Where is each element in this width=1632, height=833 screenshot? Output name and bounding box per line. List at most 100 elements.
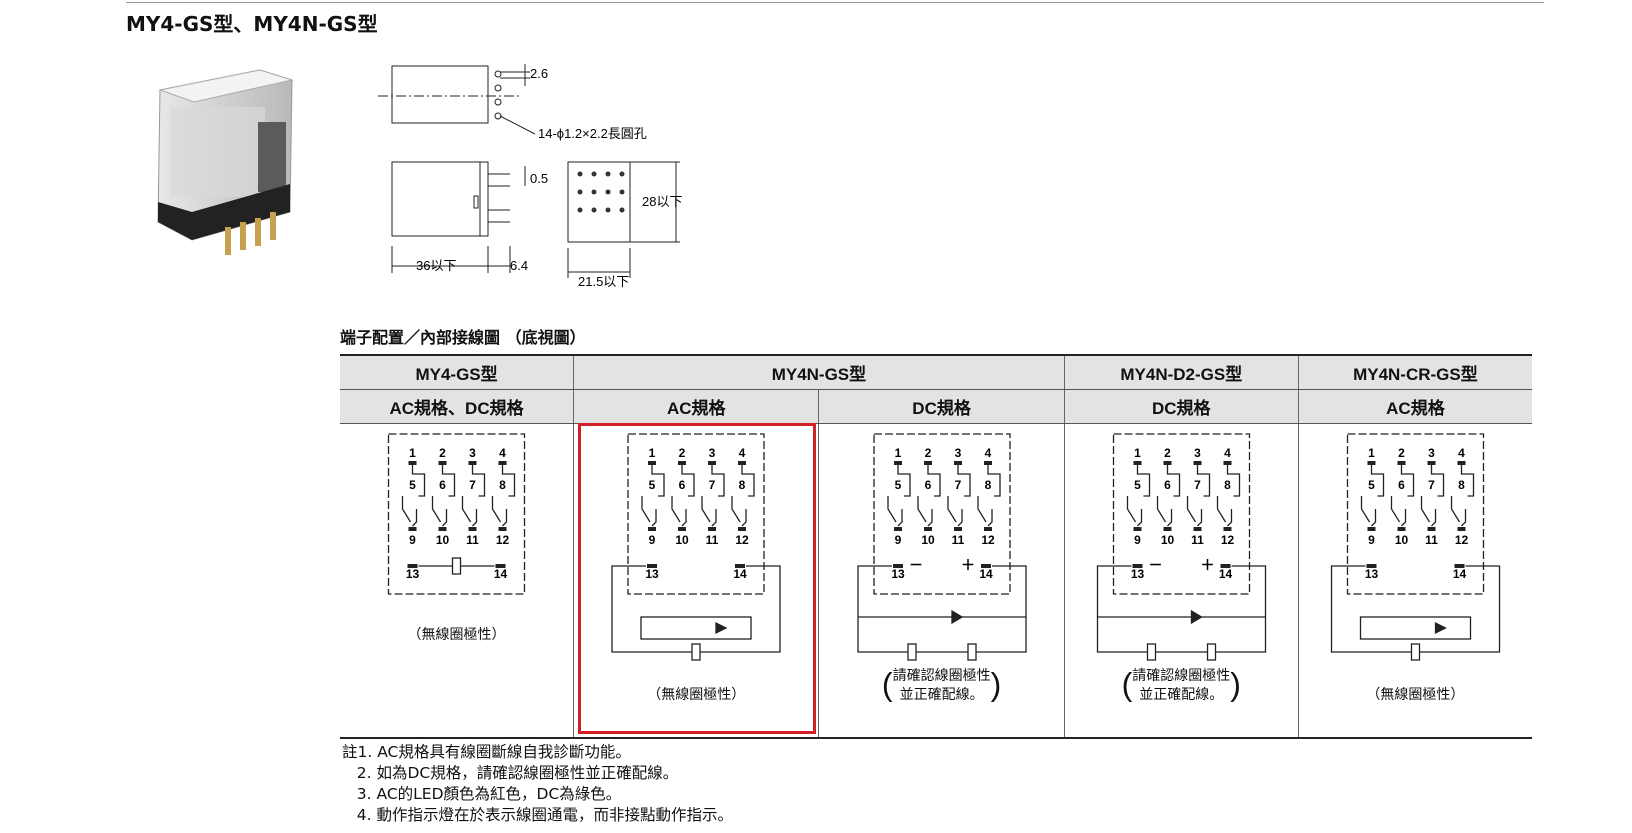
note-2: 2. 如為DC規格，請確認線圈極性並正確配線。 [342, 764, 679, 782]
pin-label: 7 [954, 478, 961, 492]
pin-label: 9 [1134, 533, 1141, 547]
pin-label: 6 [1398, 478, 1405, 492]
header-my4n-cr-gs: MY4N-CR-GS型 [1297, 354, 1532, 390]
subheader-dc: DC規格 [818, 389, 1065, 424]
top-rule [126, 2, 1544, 3]
contact-wire [471, 465, 486, 497]
pin-label: 14 [734, 567, 748, 581]
contact-wire [1196, 465, 1210, 497]
contact-wire [946, 496, 957, 523]
pin-terminal [1223, 461, 1232, 465]
led-icon [1190, 609, 1203, 625]
contact-wire [1360, 496, 1370, 523]
pin-terminal [407, 564, 418, 568]
pin-label: 5 [649, 478, 656, 492]
pin-label: 14 [979, 567, 993, 581]
pin-label: 1 [649, 446, 656, 460]
pin-label: 3 [709, 446, 716, 460]
pin-label: 2 [924, 446, 931, 460]
pin-terminal [923, 461, 932, 465]
caption-no-polarity: （無線圈極性） [407, 626, 506, 642]
pin-terminal [438, 461, 447, 465]
note-3: 3. AC的LED顏色為紅色，DC為綠色。 [342, 785, 622, 803]
pin-terminal [1163, 527, 1172, 531]
contact-wire [1166, 509, 1172, 527]
pin-terminal [735, 564, 746, 568]
contact-wire [956, 465, 971, 497]
header-my4n-gs: MY4N-GS型 [573, 354, 1065, 390]
pin-label: 10 [921, 533, 935, 547]
pin-terminal [408, 527, 417, 531]
pin-label: 3 [1428, 446, 1435, 460]
pin-terminal [1193, 527, 1202, 531]
pin-terminal [678, 461, 687, 465]
pin-label: 7 [1428, 478, 1435, 492]
pin-label: 12 [736, 533, 750, 547]
contact-wire [501, 465, 516, 497]
contact-wire [411, 465, 426, 497]
contact-wire [701, 496, 711, 523]
led-icon [950, 609, 963, 625]
relay-body [1112, 433, 1250, 595]
contact-wire [441, 465, 456, 497]
pin-label: 5 [409, 478, 416, 492]
contact-wire [927, 509, 933, 527]
external-circuit [856, 565, 1027, 653]
pin-terminal [1193, 461, 1202, 465]
contact-wire [1226, 509, 1232, 527]
pin-label: 2 [1164, 446, 1171, 460]
dim-pin-thickness: 0.5 [530, 171, 548, 186]
pin-terminal [738, 527, 747, 531]
led-icon [715, 621, 728, 635]
pin-label: 8 [499, 478, 506, 492]
pin-terminal [648, 527, 657, 531]
contact-wire [681, 465, 695, 497]
contact-wire [671, 496, 681, 523]
contact-wire [651, 509, 657, 527]
dim-top-gap: 2.6 [530, 66, 548, 81]
led-circuit [640, 616, 752, 640]
pin-terminal [1457, 527, 1466, 531]
pin-terminal [1133, 527, 1142, 531]
contact-wire [1400, 509, 1407, 527]
contact-wire [986, 465, 1001, 497]
contact-wire [976, 496, 987, 523]
contact-wire [897, 509, 903, 527]
pin-terminal [1223, 527, 1232, 531]
pin-terminal [468, 527, 477, 531]
pin-label: 3 [469, 446, 476, 460]
pin-terminal [1366, 564, 1377, 568]
pin-label: 12 [1455, 533, 1469, 547]
pin-terminal [983, 461, 992, 465]
contact-wire [1166, 465, 1180, 497]
relay-outline [1096, 433, 1266, 661]
contact-wire [1450, 496, 1460, 523]
external-circuit [1096, 565, 1266, 653]
caption-check-polarity: (請確認線圈極性並正確配線。) [881, 666, 1002, 703]
pin-label: 3 [954, 446, 961, 460]
subheader-dc-d2: DC規格 [1063, 389, 1299, 424]
pin-label: 4 [984, 446, 991, 460]
contact-wire [741, 465, 755, 497]
pin-terminal [468, 461, 477, 465]
contact-wire [1186, 496, 1196, 523]
contact-wire [1370, 509, 1377, 527]
pin-label: 12 [981, 533, 995, 547]
pin-label: 3 [1194, 446, 1201, 460]
pin-terminal [1220, 564, 1231, 568]
pin-terminal [708, 461, 717, 465]
pin-terminal [1457, 461, 1466, 465]
contact-wire [886, 496, 897, 523]
contact-wire [401, 496, 412, 523]
caption-no-polarity: （無線圈極性） [1366, 686, 1465, 702]
pin-label: 9 [649, 533, 656, 547]
contact-wire [472, 509, 478, 527]
pin-label: 4 [739, 446, 746, 460]
pin-terminal [738, 461, 747, 465]
pin-label: 10 [676, 533, 690, 547]
pin-label: 13 [891, 567, 905, 581]
pin-terminal [1367, 461, 1376, 465]
